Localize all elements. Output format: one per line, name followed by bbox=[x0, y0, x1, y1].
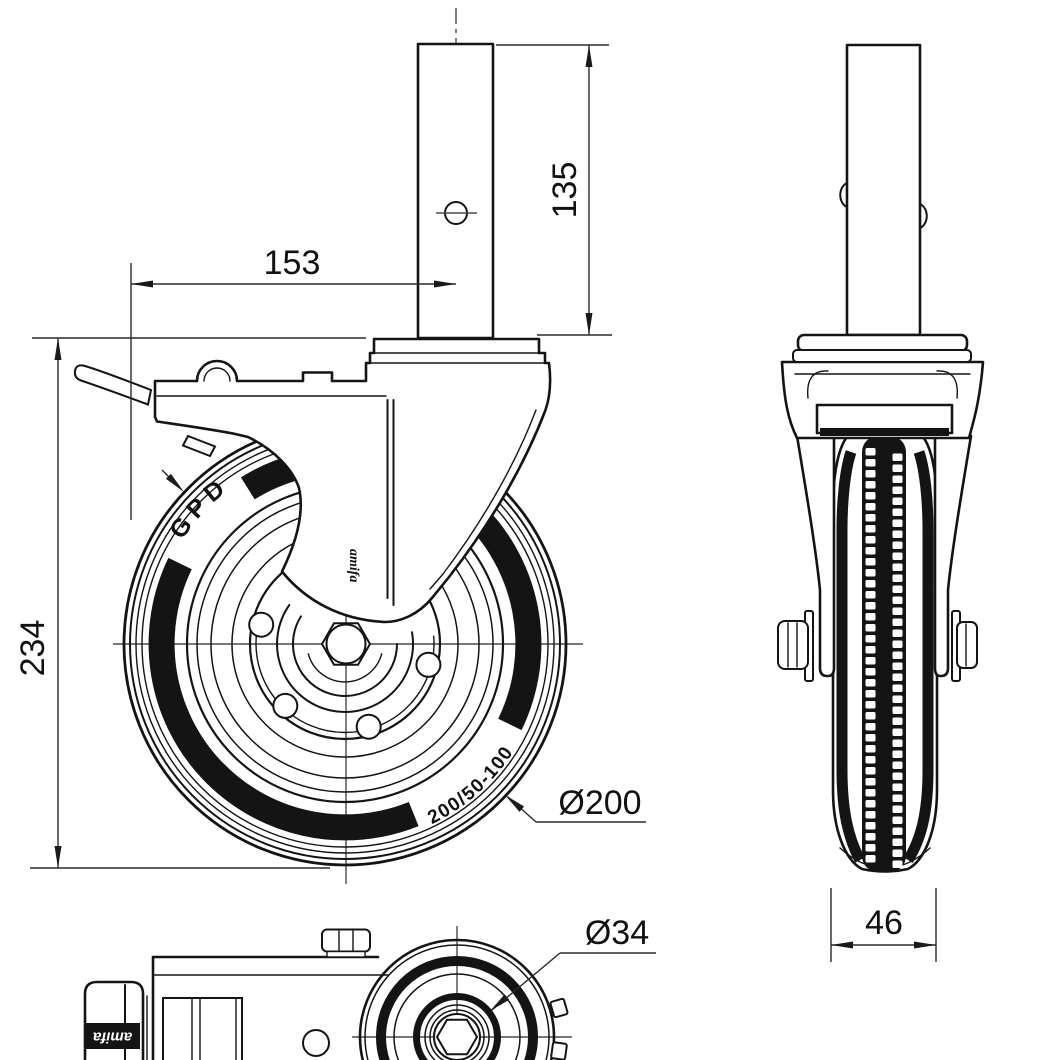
bottom-view: amifa bbox=[83, 926, 572, 1060]
tire-stripe-left bbox=[836, 450, 865, 863]
side-view bbox=[777, 43, 985, 873]
tire-size-text: 200/50-100 bbox=[424, 742, 518, 829]
pedal-logo-box bbox=[85, 1023, 140, 1049]
axle-hex-incircle bbox=[325, 623, 367, 665]
swivel-boss-rings bbox=[358, 938, 569, 1060]
body-curl-right bbox=[936, 370, 958, 399]
tire-band-lower bbox=[148, 557, 419, 841]
dimensions: 153 135 234 Ø200 bbox=[14, 44, 937, 1011]
dim-46: 46 bbox=[830, 888, 937, 962]
hub-arc-inner bbox=[307, 653, 383, 683]
wheel-side bbox=[831, 432, 939, 873]
boss-lug-1 bbox=[549, 997, 569, 1019]
plate-dome-inner bbox=[203, 367, 231, 382]
stem-front bbox=[416, 42, 495, 340]
dim-d34-text: Ø34 bbox=[585, 914, 649, 952]
axle-bolt-head bbox=[777, 620, 809, 670]
fork-brand-mark: amifa bbox=[346, 549, 361, 582]
stem-collar-top-side bbox=[796, 333, 969, 353]
stem-hex-socket bbox=[435, 1018, 479, 1056]
stem-collar-bottom-side bbox=[792, 349, 972, 363]
body-curl-left bbox=[807, 370, 829, 399]
bolt-hole-3 bbox=[272, 692, 299, 719]
dim-153-text: 153 bbox=[264, 244, 321, 282]
dim-d200: Ø200 bbox=[505, 784, 646, 823]
brake-bracket-bottom bbox=[162, 997, 243, 1060]
fork-leg-side-right bbox=[933, 434, 973, 678]
housing-outline bbox=[151, 955, 380, 1060]
fork-leg-side-left bbox=[795, 434, 836, 678]
dim-d200-text: Ø200 bbox=[558, 784, 641, 822]
bolt-hole-2 bbox=[355, 713, 382, 740]
nut-washer bbox=[326, 950, 366, 958]
wheel-hub bbox=[248, 604, 442, 740]
brake-shoe bbox=[181, 434, 217, 458]
plate-bolt-hole-bottom bbox=[302, 1029, 330, 1057]
stem-bump-right bbox=[919, 203, 928, 229]
bolt-hole-1 bbox=[415, 651, 442, 678]
dim-135: 135 bbox=[496, 44, 612, 336]
dim-234: 234 bbox=[14, 337, 366, 869]
axle-plate-shadow bbox=[820, 428, 949, 436]
pedal-logo-text: amifa bbox=[93, 1029, 132, 1046]
dim-153: 153 bbox=[130, 244, 456, 520]
brake-lever bbox=[73, 364, 153, 406]
dim-135-text: 135 bbox=[546, 162, 584, 219]
fork-leg-inner-curve bbox=[429, 409, 537, 590]
dim-46-text: 46 bbox=[865, 904, 903, 942]
axle-nut bbox=[956, 621, 978, 669]
kingpin-nut-bottom bbox=[321, 928, 371, 953]
dim-d34: Ø34 bbox=[490, 914, 656, 1011]
tread-blocks bbox=[865, 448, 903, 868]
front-view: GPD 200/50-100 bbox=[73, 8, 583, 884]
hub-flange-inner-arc bbox=[255, 635, 435, 734]
fork-front bbox=[153, 337, 552, 624]
dim-234-text: 234 bbox=[14, 620, 52, 677]
stem-side bbox=[845, 43, 922, 337]
tire-stripe-right bbox=[903, 450, 934, 863]
stem-bump-left bbox=[839, 182, 848, 208]
hub-arc-mid bbox=[292, 615, 398, 697]
tire-pointer-arrow bbox=[161, 469, 184, 492]
boss-lug-2 bbox=[550, 1041, 568, 1060]
bolt-hole-4 bbox=[248, 611, 275, 638]
hub-arc-outer bbox=[276, 604, 415, 713]
axle-hex-nut bbox=[320, 622, 372, 666]
